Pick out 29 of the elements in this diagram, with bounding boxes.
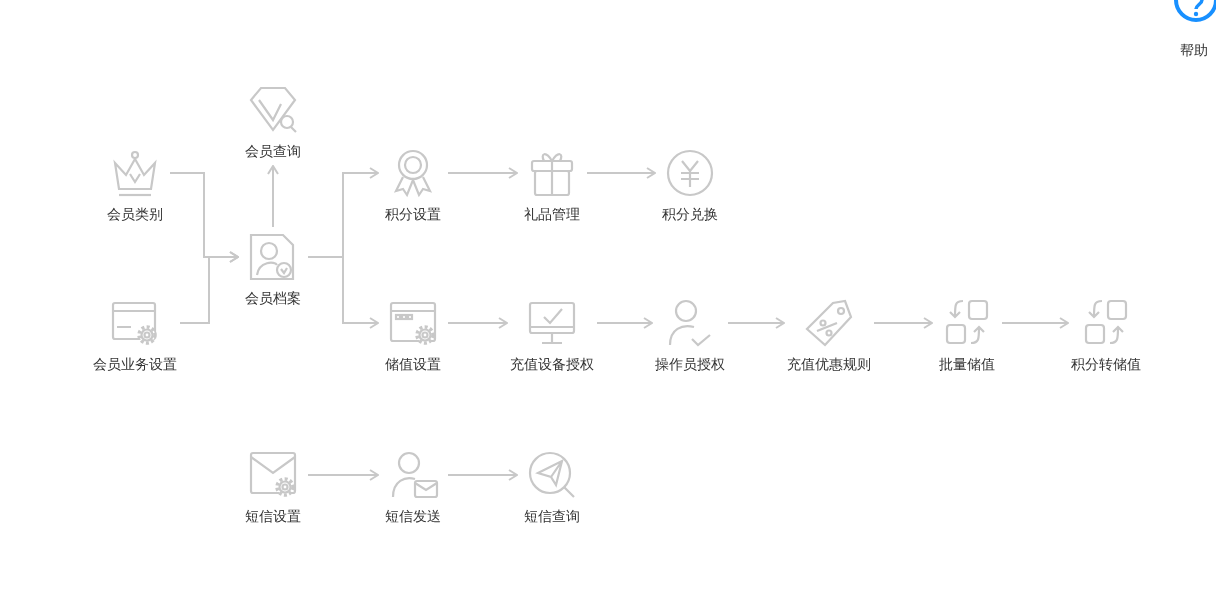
arrow [873,317,933,329]
step-label: 批量储值 [938,355,996,374]
help-label: 帮助 [1180,41,1208,60]
step-label: 会员业务设置 [92,355,178,374]
arrow [267,165,279,228]
step-label: 礼品管理 [523,205,581,224]
arrow [447,469,518,481]
step-label: 短信发送 [384,507,442,526]
step-label: 积分设置 [384,205,442,224]
step-label: 短信设置 [244,507,302,526]
arrow [1001,317,1069,329]
arrow [596,317,653,329]
step-label: 储值设置 [384,355,442,374]
step-label: 充值优惠规则 [786,355,872,374]
arrow [447,167,518,179]
step-label: 会员档案 [244,289,302,308]
step-label: 短信查询 [523,507,581,526]
arrow [586,167,656,179]
arrow [179,251,239,324]
arrow [727,317,785,329]
step-label: 积分兑换 [661,205,719,224]
step-label: 会员查询 [244,142,302,161]
step-label: 会员类别 [106,205,164,224]
arrow [307,256,379,329]
step-label: 充值设备授权 [509,355,595,374]
arrow [307,469,379,481]
step-label: 积分转储值 [1070,355,1142,374]
arrow [447,317,508,329]
step-label: 操作员授权 [654,355,726,374]
